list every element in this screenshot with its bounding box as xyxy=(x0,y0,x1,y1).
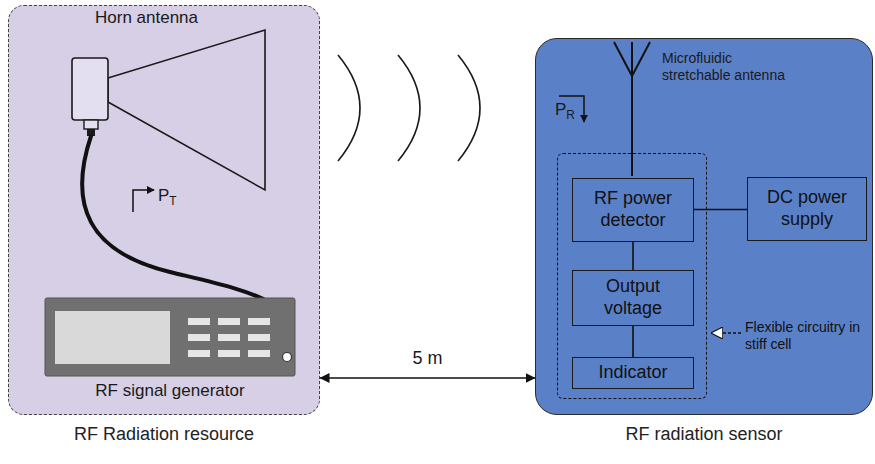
component-label: Horn antenna xyxy=(95,8,215,28)
connector-line xyxy=(694,209,747,211)
connector-line xyxy=(632,242,634,270)
process-box: RF power detector xyxy=(572,178,694,242)
process-box: Output voltage xyxy=(572,270,694,326)
connector-line xyxy=(632,326,634,357)
dimension-arrow xyxy=(320,377,535,379)
process-box: Indicator xyxy=(572,357,694,389)
panel-title: RF Radiation resource xyxy=(9,424,319,446)
circuit-cell: Flexible circuitry in stiff cellRF power… xyxy=(557,153,707,399)
sensor-panel: RF radiation sensorFlexible circuitry in… xyxy=(535,38,873,415)
dimension-label: 5 m xyxy=(409,348,445,370)
signal-name: PR xyxy=(555,100,585,120)
radiation-waves xyxy=(338,55,480,161)
component-label: RF signal generator xyxy=(80,381,260,401)
signal-name: PT xyxy=(158,186,188,206)
process-box: DC power supply xyxy=(747,177,867,241)
component-label: Microfluidic stretchable antenna xyxy=(662,50,796,84)
box-label: Output voltage xyxy=(579,276,687,319)
box-label: Indicator xyxy=(598,362,667,384)
panel-title: RF radiation sensor xyxy=(536,424,872,446)
callout-label: Flexible circuitry in stiff cell xyxy=(745,319,871,353)
signal-generator xyxy=(45,298,295,376)
box-label: RF power detector xyxy=(579,188,687,231)
box-label: DC power supply xyxy=(754,187,860,230)
